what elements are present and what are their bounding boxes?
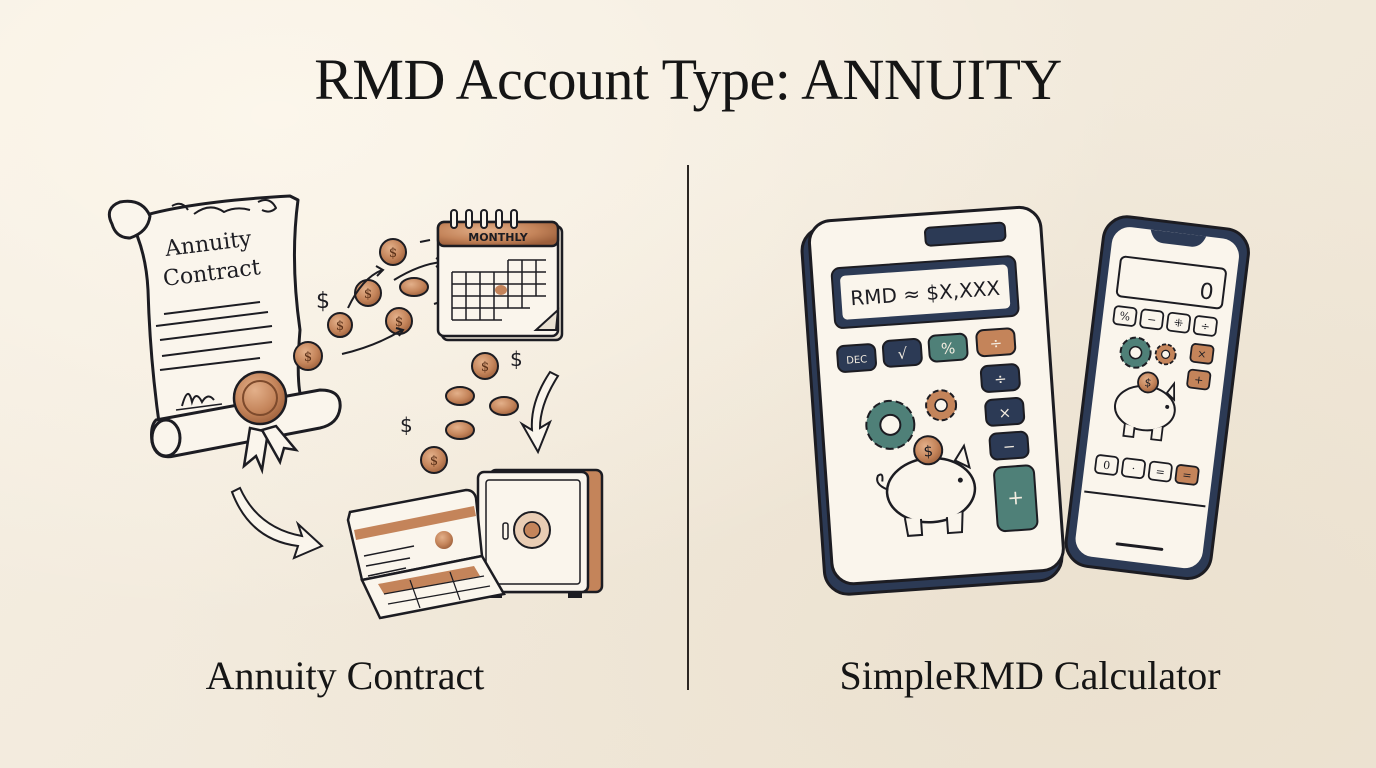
svg-text:+: +: [1193, 373, 1204, 387]
gear-icon: [1154, 343, 1177, 366]
coin-dollar-symbol: $: [364, 287, 372, 302]
coin-dollar-symbol: $: [481, 360, 489, 375]
page-title: RMD Account Type: ANNUITY: [314, 47, 1062, 112]
svg-text:−: −: [1002, 437, 1016, 456]
svg-text:⁜: ⁜: [1173, 316, 1184, 330]
calculator-button-dec[interactable]: DEC: [836, 343, 877, 373]
calculator-button-percent[interactable]: %: [927, 332, 969, 363]
phone-button-decimal[interactable]: ·: [1121, 457, 1146, 479]
coin-icon: [1137, 371, 1159, 394]
simplermd-calculator-label: SimpleRMD Calculator: [839, 653, 1221, 698]
account-statement-laptop-icon: [346, 488, 506, 620]
gear-icon: [1119, 336, 1152, 369]
calculator-button-multiply[interactable]: ×: [984, 397, 1026, 427]
dollar-sign-icon: $: [510, 347, 523, 371]
flying-coins: [293, 238, 429, 371]
phone-button-equals[interactable]: =: [1147, 460, 1173, 483]
svg-text:×: ×: [998, 403, 1012, 422]
gear-icon: [865, 399, 916, 450]
coin-dollar-symbol: $: [389, 246, 397, 261]
coin-dollar-symbol: $: [1144, 376, 1153, 390]
home-indicator: [1115, 542, 1164, 551]
svg-text:%: %: [940, 339, 955, 358]
falling-coins: [420, 352, 519, 474]
calendar-header: MONTHLY: [468, 231, 529, 244]
safe-icon: [476, 468, 604, 598]
phone-button-zero[interactable]: 0: [1094, 454, 1120, 476]
calculator-button-minus[interactable]: −: [988, 430, 1030, 461]
simplermd-calculator-illustration: RMD ≈ $X,XXX DEC √ % ÷ ÷ × −: [800, 205, 1250, 596]
svg-text:0: 0: [1102, 459, 1111, 473]
dollar-sign-icon: $: [400, 413, 413, 437]
gear-icon: [925, 389, 958, 422]
calculator-button-sqrt[interactable]: √: [881, 338, 923, 368]
phone-button-plus[interactable]: +: [1186, 368, 1212, 391]
desktop-calculator: RMD ≈ $X,XXX DEC √ % ÷ ÷ × −: [800, 205, 1065, 596]
svg-text:+: +: [1006, 485, 1024, 510]
signature-icon: [181, 393, 215, 407]
phone-button-divide[interactable]: ÷: [1192, 315, 1218, 337]
smartphone-calculator: 0 % − ⁜ ÷ × + 0 · = = $: [1064, 215, 1250, 580]
coin-dollar-symbol: $: [304, 350, 312, 365]
svg-text:DEC: DEC: [846, 354, 868, 366]
coin-icon: [913, 435, 944, 466]
svg-text:÷: ÷: [994, 370, 1008, 389]
phone-button-star[interactable]: ⁜: [1166, 311, 1192, 334]
annuity-contract-label: Annuity Contract: [205, 653, 485, 698]
svg-text:=: =: [1155, 465, 1166, 479]
svg-text:÷: ÷: [989, 334, 1003, 353]
coin-dollar-symbol: $: [430, 454, 438, 469]
contract-text-lines: [155, 301, 273, 371]
phone-display: 0: [1198, 279, 1215, 306]
svg-text:·: ·: [1131, 462, 1136, 475]
piggy-bank-icon: [1113, 380, 1176, 442]
calculator-button-divide-copper[interactable]: ÷: [975, 327, 1017, 358]
phone-button-multiply[interactable]: ×: [1189, 343, 1215, 365]
dollar-sign-icon: $: [316, 289, 330, 314]
svg-text:√: √: [897, 344, 908, 363]
curved-arrow-down-icon: [519, 370, 560, 455]
annuity-contract-illustration: Annuity Contract $ $ $ $ $ $: [107, 194, 604, 620]
panel-divider: [687, 165, 689, 690]
coin-dollar-symbol: $: [395, 315, 403, 330]
curved-arrow-right-icon: [230, 486, 324, 560]
svg-text:−: −: [1146, 313, 1157, 327]
svg-text:=: =: [1182, 468, 1193, 482]
svg-text:÷: ÷: [1200, 319, 1211, 333]
monthly-calendar-icon: MONTHLY: [436, 209, 564, 342]
svg-text:%: %: [1119, 310, 1131, 324]
calculator-button-divide[interactable]: ÷: [979, 363, 1021, 393]
wax-seal-icon: [232, 370, 300, 475]
phone-button-equals-copper[interactable]: =: [1174, 464, 1200, 486]
coin-dollar-symbol: $: [336, 319, 344, 334]
coin-dollar-symbol: $: [923, 442, 934, 461]
phone-button-minus[interactable]: −: [1139, 308, 1165, 331]
calculator-button-plus[interactable]: +: [993, 464, 1039, 533]
svg-text:×: ×: [1197, 347, 1208, 361]
phone-button-percent[interactable]: %: [1112, 305, 1138, 327]
